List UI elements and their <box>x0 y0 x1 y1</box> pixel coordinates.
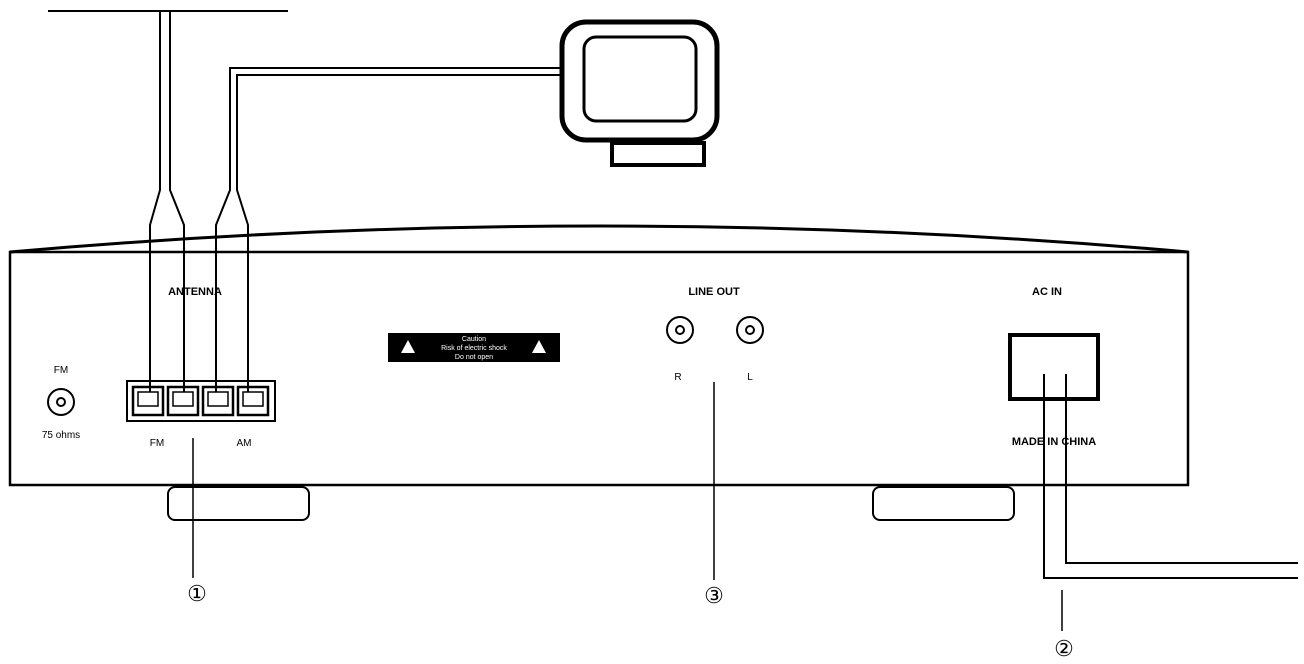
terminal-am-1[interactable] <box>201 385 235 417</box>
line-out-right-jack[interactable] <box>666 316 694 344</box>
antenna-terminal-block <box>126 380 276 422</box>
right-channel-label: R <box>674 372 681 383</box>
warning-triangle-icon <box>401 340 415 353</box>
terminal-fm-1[interactable] <box>131 385 165 417</box>
impedance-label: 75 ohms <box>42 430 80 441</box>
callout-line-out: ③ <box>704 584 724 609</box>
terminal-fm-label: FM <box>150 438 164 449</box>
caution-label: Caution Risk of electric shock Do not op… <box>388 333 560 362</box>
line-out-label: LINE OUT <box>688 286 740 298</box>
caution-line-3: Do not open <box>455 354 493 361</box>
ac-inlet[interactable] <box>1008 333 1100 401</box>
antenna-label: ANTENNA <box>168 286 222 298</box>
ac-in-label: AC IN <box>1032 286 1062 298</box>
fm-socket[interactable] <box>47 388 75 416</box>
antenna-wire-ends <box>149 381 249 392</box>
terminal-am-2[interactable] <box>236 385 270 417</box>
am-loop-antenna <box>559 19 720 167</box>
rear-panel <box>8 250 1190 487</box>
callout-antenna: ① <box>187 582 207 607</box>
am-antenna-wire <box>215 67 562 395</box>
fm-socket-label: FM <box>54 365 68 376</box>
left-channel-label: L <box>747 372 753 383</box>
unit-top <box>9 224 1189 254</box>
fm-antenna-wire <box>48 10 288 395</box>
caution-line-2: Risk of electric shock <box>441 345 507 352</box>
caution-line-1: Caution <box>462 336 486 343</box>
left-foot <box>167 486 310 521</box>
right-foot <box>872 486 1015 521</box>
line-out-left-jack[interactable] <box>736 316 764 344</box>
terminal-am-label: AM <box>237 438 252 449</box>
made-in-label: MADE IN CHINA <box>1012 436 1096 448</box>
warning-triangle-icon <box>532 340 546 353</box>
callout-power: ② <box>1054 637 1074 662</box>
power-cord <box>1043 374 1298 579</box>
